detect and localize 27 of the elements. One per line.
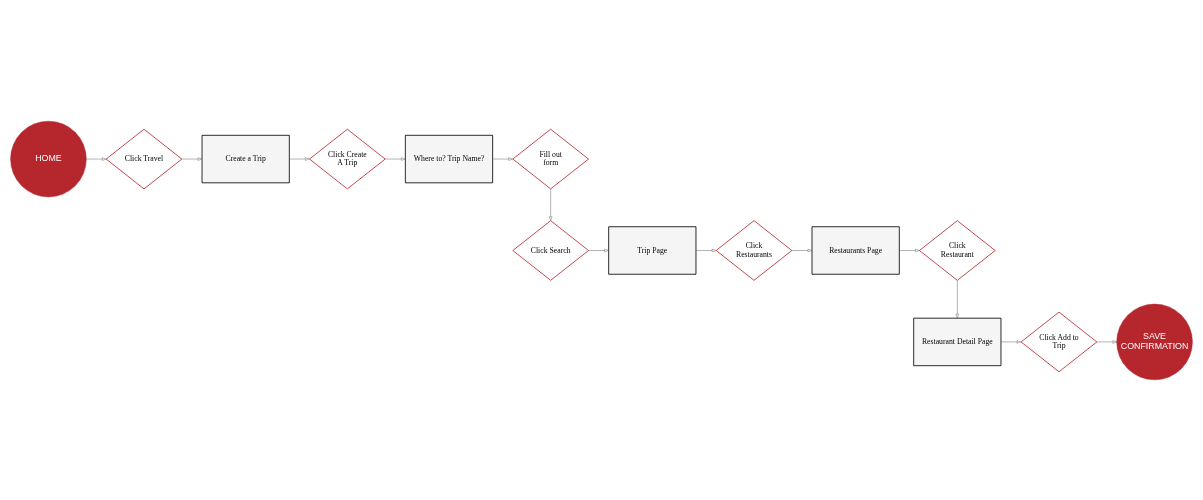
arrow	[791, 248, 813, 252]
arrow	[1096, 339, 1117, 344]
arrow	[492, 157, 513, 161]
node-box: Trip Page	[608, 225, 697, 275]
node-box: Restaurants Page	[811, 225, 900, 275]
arrow	[549, 188, 553, 221]
node-diamond: Click Restaurants	[715, 219, 793, 281]
arrow	[385, 157, 406, 161]
arrow	[588, 248, 609, 252]
node-diamond: Click Create A Trip	[309, 128, 386, 189]
node-circle: SAVE CONFIRMATION	[1116, 303, 1193, 380]
arrow	[899, 248, 920, 252]
arrow	[955, 279, 959, 318]
arrow	[1000, 339, 1022, 344]
arrow	[695, 248, 717, 252]
node-circle: HOME	[10, 120, 87, 197]
node-diamond: Click Search	[512, 219, 589, 281]
arrow	[289, 157, 310, 161]
node-diamond: Click Add to Trip	[1020, 311, 1098, 372]
node-box: Create a Trip	[201, 134, 290, 183]
node-diamond: Click Travel	[105, 128, 183, 189]
arrow	[181, 157, 203, 161]
node-box: Restaurant Detail Page	[913, 317, 1002, 366]
node-diamond: Click Restaurant	[919, 219, 996, 281]
node-diamond: Fill out form	[512, 128, 589, 189]
arrow	[86, 157, 107, 161]
node-box: Where to? Trip Name?	[404, 134, 494, 183]
